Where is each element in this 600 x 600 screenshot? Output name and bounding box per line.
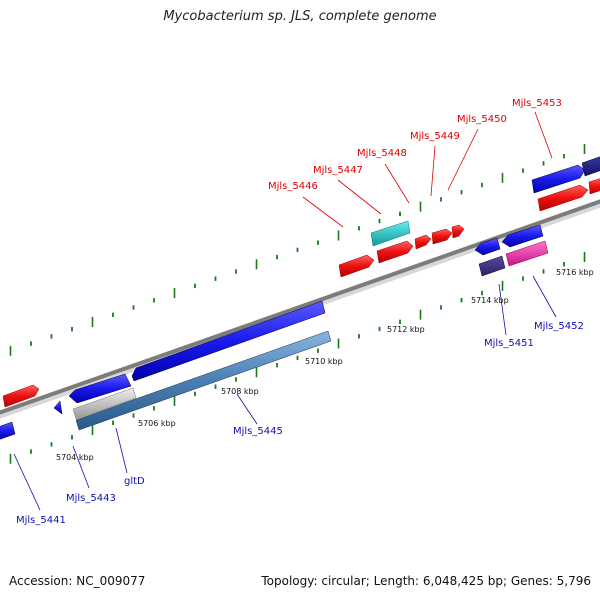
gene-steel-5445[interactable] [75, 330, 332, 431]
gene-arrow-5448[interactable] [414, 234, 432, 250]
gene-arrow-5449[interactable] [431, 228, 453, 245]
map-title: Mycobacterium sp. JLS, complete genome [163, 9, 437, 24]
reverse-strand-genes [0, 224, 549, 440]
kbp-label: 5704 kbp [56, 453, 94, 462]
gene-arrow-5446[interactable] [338, 254, 375, 278]
kbp-labels: 5704 kbp 5706 kbp 5708 kbp 5710 kbp 5712… [56, 268, 594, 462]
gene-label-5450[interactable]: Mjls_5450 [457, 114, 507, 125]
gene-grey[interactable] [72, 387, 137, 420]
gene-labels-bottom: Mjls_5441 Mjls_5443 gltD Mjls_5445 Mjls_… [16, 321, 584, 526]
gene-arrow-5452[interactable] [501, 224, 544, 248]
gene-arrow-left-blue[interactable] [0, 421, 16, 440]
label-leader-lines [13, 111, 557, 511]
gene-arrow-5445-big[interactable] [131, 300, 326, 382]
gene-arrow-5453[interactable] [537, 184, 589, 212]
gene-arrow-left-red[interactable] [2, 384, 40, 408]
outer-row-genes [531, 156, 600, 194]
kbp-label: 5710 kbp [305, 357, 343, 366]
gene-arrow-5450[interactable] [451, 224, 465, 239]
gene-label-5446[interactable]: Mjls_5446 [268, 181, 318, 192]
gene-label-5441[interactable]: Mjls_5441 [16, 515, 66, 526]
gene-arrow-5447[interactable] [376, 240, 414, 264]
gene-cyan[interactable] [370, 220, 411, 247]
accession-text: Accession: NC_009077 [9, 574, 146, 588]
gene-label-5449[interactable]: Mjls_5449 [410, 131, 460, 142]
kbp-label: 5716 kbp [556, 268, 594, 277]
gene-label-5447[interactable]: Mjls_5447 [313, 165, 363, 176]
kbp-label: 5712 kbp [387, 325, 425, 334]
gene-label-5443[interactable]: Mjls_5443 [66, 493, 116, 504]
kbp-label: 5706 kbp [138, 419, 176, 428]
gene-arrow-5443[interactable] [68, 373, 132, 404]
gene-arrow-outer-navy[interactable] [581, 156, 600, 177]
gene-arrow-5451[interactable] [474, 237, 501, 256]
gene-label-5448[interactable]: Mjls_5448 [357, 148, 407, 159]
gene-pink-5452[interactable] [505, 240, 549, 267]
gene-arrow-outer-blue[interactable] [531, 164, 586, 194]
coordinate-tick-rows [9, 144, 586, 464]
kbp-label: 5714 kbp [471, 296, 509, 305]
gene-label-5445[interactable]: Mjls_5445 [233, 426, 283, 437]
gene-purple-5451[interactable] [478, 255, 506, 277]
gene-label-5453[interactable]: Mjls_5453 [512, 98, 562, 109]
gene-label-gltD[interactable]: gltD [124, 476, 145, 487]
gene-arrow-small-triangle[interactable] [53, 400, 63, 415]
gene-label-5451[interactable]: Mjls_5451 [484, 338, 534, 349]
gene-labels-top: Mjls_5446 Mjls_5447 Mjls_5448 Mjls_5449 … [268, 98, 562, 192]
gene-arrow-edge-top[interactable] [588, 178, 600, 195]
gene-label-5452[interactable]: Mjls_5452 [534, 321, 584, 332]
topology-summary-text: Topology: circular; Length: 6,048,425 bp… [261, 574, 591, 588]
forward-strand-genes [2, 178, 600, 408]
kbp-label: 5708 kbp [221, 387, 259, 396]
